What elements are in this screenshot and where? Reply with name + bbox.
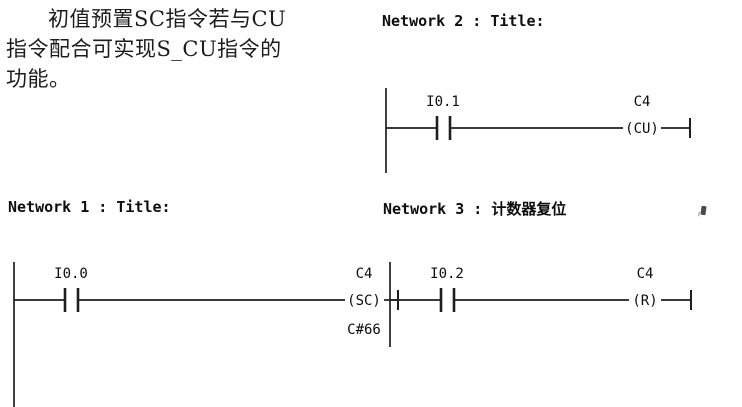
intro-paragraph: 初值预置SC指令若与CU 指令配合可实现S_CU指令的 功能。 <box>6 4 384 94</box>
network-2-title: Network 2 : Title: <box>382 12 545 30</box>
no-contact-symbol <box>63 288 80 312</box>
no-contact-symbol <box>439 288 456 312</box>
network-3-ladder: I0.2 C4 (R) <box>389 262 692 347</box>
coil-preset-value-label: C#66 <box>347 322 381 338</box>
contact-address-label: I0.1 <box>426 94 460 110</box>
coil-symbol: (CU) <box>625 121 659 137</box>
network-1-ladder: I0.0 C4 (SC) C#66 <box>13 262 399 407</box>
coil-symbol: (R) <box>632 293 657 309</box>
coil-address-label: C4 <box>356 266 373 282</box>
coil-address-label: C4 <box>634 94 651 110</box>
contact-address-label: I0.2 <box>430 266 464 282</box>
coil-symbol: (SC) <box>347 293 381 309</box>
network-3-title: Network 3 : 计数器复位 <box>383 200 567 218</box>
ink-smudge-artifact <box>700 205 707 216</box>
no-contact-symbol <box>435 116 452 140</box>
network-1-title: Network 1 : Title: <box>8 198 171 216</box>
intro-line-2: 指令配合可实现S_CU指令的 <box>6 37 282 61</box>
network-2-ladder: I0.1 C4 (CU) <box>385 88 691 173</box>
intro-line-1: 初值预置SC指令若与CU <box>48 7 287 31</box>
intro-line-3: 功能。 <box>6 67 71 91</box>
coil-address-label: C4 <box>637 266 654 282</box>
contact-address-label: I0.0 <box>54 266 88 282</box>
